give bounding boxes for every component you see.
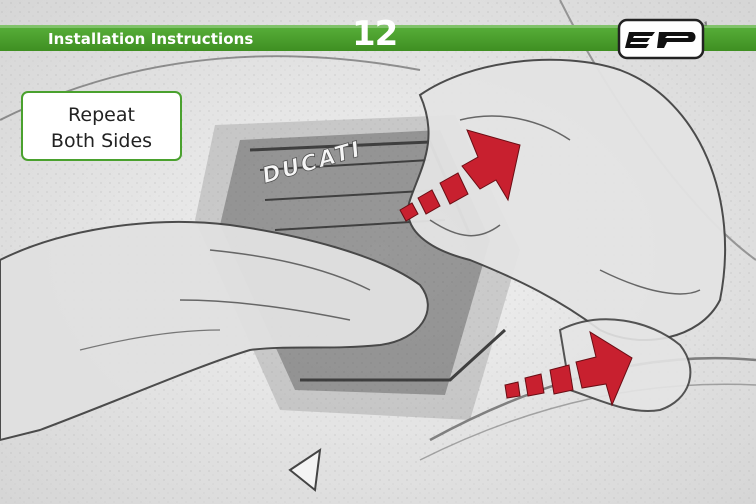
svg-text:®: ® [703, 21, 707, 28]
repeat-both-sides-callout: Repeat Both Sides [21, 91, 182, 161]
callout-line-1: Repeat [23, 102, 180, 128]
page-title: Installation Instructions [48, 29, 253, 49]
ep-logo-icon: ® [617, 16, 707, 60]
page-number: 12 [352, 16, 397, 52]
callout-line-2: Both Sides [23, 128, 180, 154]
